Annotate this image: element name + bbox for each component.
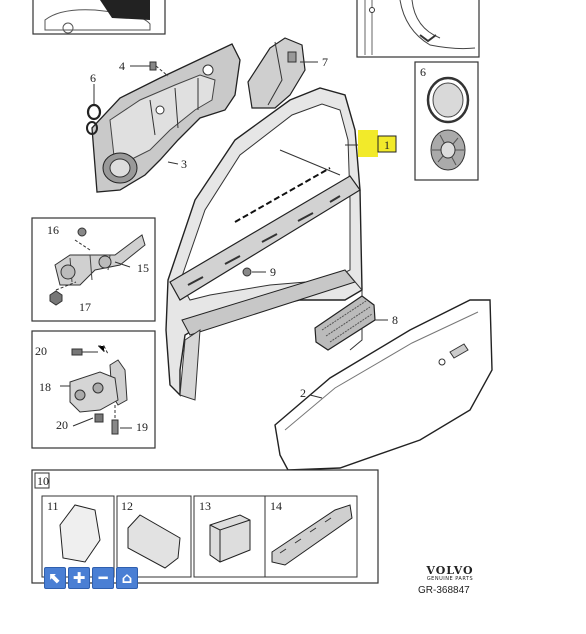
callout-label-highlighted: 1 <box>384 138 390 152</box>
callout-label: 20 <box>56 418 68 432</box>
window-regulator-bracket <box>247 37 318 109</box>
kit-item-label: 11 <box>47 499 59 513</box>
kit-item-label: 13 <box>199 499 211 513</box>
car-thumbnail-box <box>32 0 166 35</box>
callout-label: 15 <box>137 261 149 275</box>
callout-label: 17 <box>79 300 91 314</box>
door-frame <box>165 87 372 401</box>
callout-label: 9 <box>270 265 276 279</box>
kit-item-label: 14 <box>270 499 282 513</box>
kit-label: 10 <box>37 474 49 488</box>
gasket-ring <box>86 84 102 135</box>
cursor-icon[interactable]: ⬉ <box>44 567 66 589</box>
zoom-in-icon[interactable]: ✚ <box>68 567 90 589</box>
callout-label: 19 <box>136 420 148 434</box>
callout-label: 6 <box>420 65 426 79</box>
zoom-toolbar: ⬉ ✚ ━ ⌂ <box>44 567 138 589</box>
lower-hinge-box <box>31 330 156 449</box>
callout-label: 6 <box>90 71 96 85</box>
screw-4 <box>130 61 169 77</box>
outer-door-skin <box>274 299 493 471</box>
kit-box <box>31 469 379 584</box>
callout-label: 4 <box>119 59 125 73</box>
vent-grille <box>314 295 388 351</box>
callout-label: 20 <box>35 344 47 358</box>
callout-label: 18 <box>39 380 51 394</box>
callout-label: 16 <box>47 223 59 237</box>
kit-item-label: 12 <box>121 499 133 513</box>
zoom-out-icon[interactable]: ━ <box>92 567 114 589</box>
callout-label: 8 <box>392 313 398 327</box>
diagram-reference: GR-368847 <box>418 585 470 596</box>
door-module-panel <box>91 43 241 193</box>
grommet-detail-box <box>414 61 479 181</box>
brand-logo: VOLVO GENUINE PARTS <box>420 564 480 582</box>
highlight-marker <box>358 130 397 157</box>
callout-label: 7 <box>322 55 328 69</box>
callout-label: 3 <box>181 157 187 171</box>
brand-subtitle: GENUINE PARTS <box>426 576 474 582</box>
callout-label: 2 <box>300 386 306 400</box>
brand-name: VOLVO <box>426 564 474 577</box>
home-icon[interactable]: ⌂ <box>116 567 138 589</box>
screw-9 <box>242 267 266 277</box>
upper-hinge-box <box>31 217 156 322</box>
seal-detail-box <box>356 0 480 58</box>
